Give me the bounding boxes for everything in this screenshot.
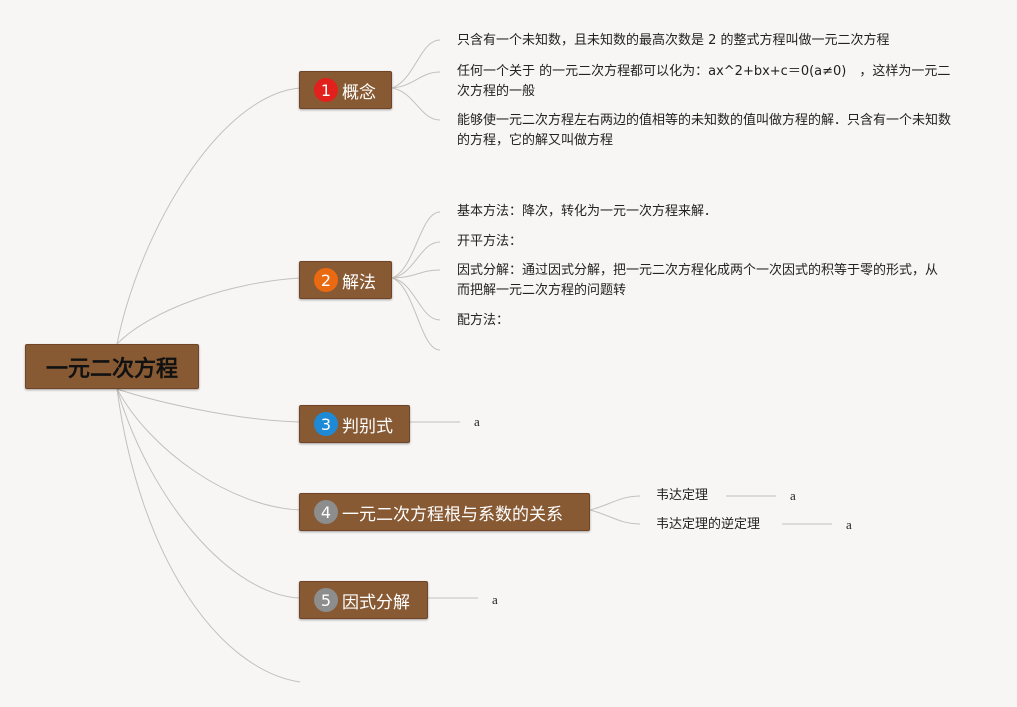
leaf-text: 配方法： [457, 313, 510, 328]
vieta-theorem-value[interactable]: a [790, 488, 796, 503]
leaf-text: 因式分解：通过因式分解，把一元二次方程化成两个一次因式的积等于零的形式，从而把解… [457, 263, 939, 298]
topic-label: 一元二次方程根与系数的关系 [342, 504, 563, 525]
topic-number-badge: 5 [314, 588, 338, 612]
link-root-topic-2 [116, 277, 301, 345]
discriminant-value[interactable]: a [474, 414, 480, 429]
factorization-value[interactable]: a [492, 592, 498, 607]
topic-node-factorization[interactable]: 5 因式分解 [299, 581, 428, 619]
root-label: 一元二次方程 [45, 356, 178, 382]
topic-number-badge: 1 [314, 78, 338, 102]
topic-label: 因式分解 [342, 592, 410, 613]
link-topic1-leaf3 [391, 87, 441, 121]
subtopic-vieta-converse[interactable]: 韦达定理的逆定理 [656, 515, 760, 535]
link-root-empty [116, 388, 301, 683]
vieta-converse-value[interactable]: a [846, 517, 852, 532]
topic-number-badge: 3 [314, 412, 338, 436]
link-root-topic-4 [116, 388, 301, 511]
leaf-concept-definition[interactable]: 只含有一个未知数，且未知数的最高次数是 2 的整式方程叫做一元二次方程 [457, 31, 977, 51]
link-topic4-sub1 [589, 495, 641, 511]
link-root-topic-5 [116, 388, 301, 599]
topic-node-concept[interactable]: 1 概念 [299, 71, 392, 109]
leaf-text: 任何一个关于 的一元二次方程都可以化为：ax^2+bx+c＝0(a≠0) ，这样… [457, 64, 951, 99]
leaf-text: 能够使一元二次方程左右两边的值相等的未知数的值叫做方程的解．只含有一个未知数的方… [457, 113, 952, 148]
subtopic-label: 韦达定理 [656, 488, 709, 503]
leaf-concept-general-form[interactable]: 任何一个关于 的一元二次方程都可以化为：ax^2+bx+c＝0(a≠0) ，这样… [457, 62, 957, 102]
topic-number-badge: 2 [314, 268, 338, 292]
leaf-method-completing-square[interactable]: 配方法： [457, 311, 957, 331]
link-topic4-sub2 [589, 509, 641, 525]
subtopic-vieta-theorem[interactable]: 韦达定理 [656, 486, 708, 506]
topic-label: 判别式 [342, 416, 393, 437]
topic-node-discriminant[interactable]: 3 判别式 [299, 405, 410, 443]
subtopic-label: 韦达定理的逆定理 [656, 517, 761, 532]
leaf-method-basic[interactable]: 基本方法：降次，转化为一元一次方程来解． [457, 202, 957, 222]
link-topic1-leaf1 [391, 39, 441, 89]
link-topic2-leaf5 [391, 277, 441, 351]
leaf-text: 开平方法： [457, 234, 523, 249]
link-root-topic-3 [116, 388, 301, 423]
link-topic2-leaf3 [391, 269, 441, 279]
leaf-text: 基本方法：降次，转化为一元一次方程来解． [457, 204, 718, 219]
leaf-text: 只含有一个未知数，且未知数的最高次数是 2 的整式方程叫做一元二次方程 [457, 33, 890, 48]
leaf-concept-solution[interactable]: 能够使一元二次方程左右两边的值相等的未知数的值叫做方程的解．只含有一个未知数的方… [457, 111, 957, 151]
link-topic2-leaf1 [391, 211, 441, 279]
link-topic1-leaf2 [391, 71, 441, 89]
leaf-method-factoring[interactable]: 因式分解：通过因式分解，把一元二次方程化成两个一次因式的积等于零的形式，从而把解… [457, 261, 947, 301]
topic-label: 解法 [342, 272, 376, 293]
topic-node-roots-coefficients[interactable]: 4 一元二次方程根与系数的关系 [299, 493, 590, 531]
leaf-method-square-root[interactable]: 开平方法： [457, 232, 957, 252]
topic-node-methods[interactable]: 2 解法 [299, 261, 392, 299]
topic-label: 概念 [342, 82, 376, 103]
link-root-topic-1 [116, 87, 301, 345]
link-topic2-leaf2 [391, 241, 441, 279]
root-node[interactable]: 一元二次方程 [25, 344, 199, 389]
link-topic2-leaf4 [391, 277, 441, 321]
topic-number-badge: 4 [314, 500, 338, 524]
